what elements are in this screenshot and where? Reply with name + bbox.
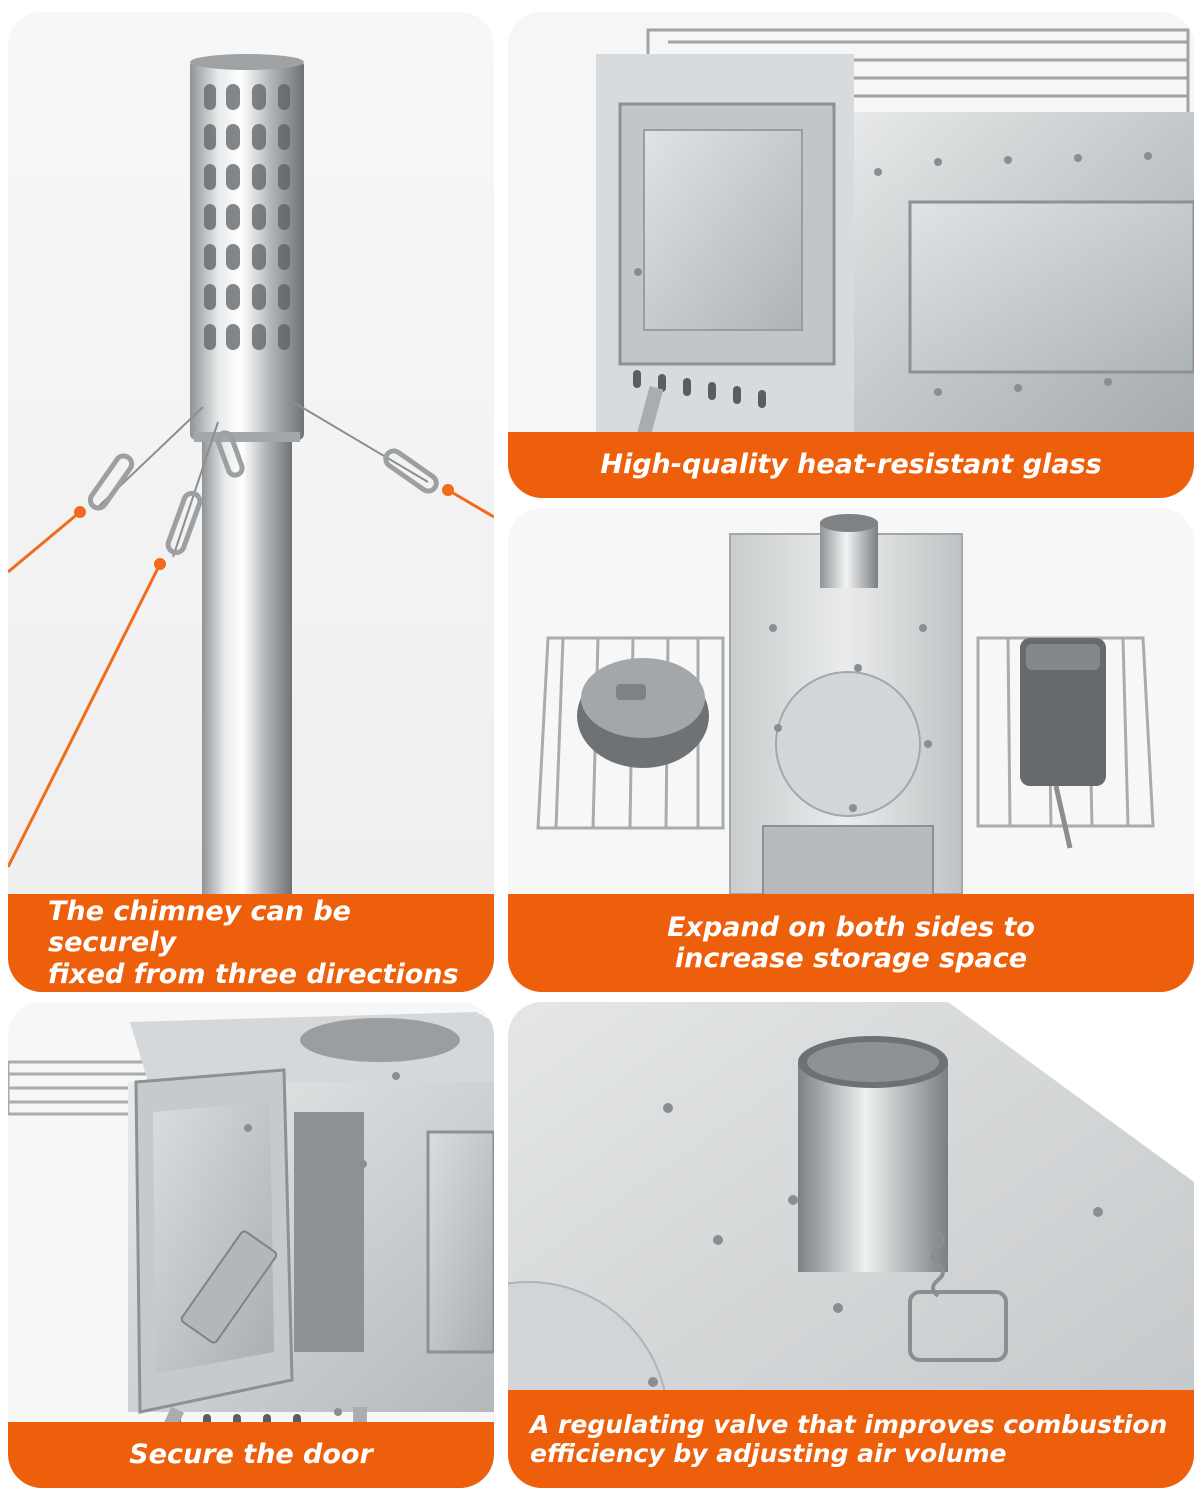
chimney-caption-line-2: fixed from three directions: [48, 958, 459, 990]
glass-caption-line-1: High-quality heat-resistant glass: [600, 449, 1102, 481]
door-panel: Secure the door: [8, 1002, 494, 1488]
stove-door-photo: [8, 1002, 494, 1488]
storage-caption-line-2: increase storage space: [674, 943, 1028, 974]
storage-panel: Expand on both sides to increase storage…: [508, 508, 1194, 992]
valve-panel: A regulating valve that improves combust…: [508, 1002, 1194, 1488]
stove-glass-photo: [508, 12, 1194, 498]
storage-caption: Expand on both sides to increase storage…: [508, 894, 1194, 992]
chimney-photo: [8, 12, 494, 992]
door-caption: Secure the door: [8, 1422, 494, 1488]
storage-caption-line-1: Expand on both sides to: [667, 911, 1035, 943]
glass-caption: High-quality heat-resistant glass: [508, 432, 1194, 498]
glass-panel: High-quality heat-resistant glass: [508, 12, 1194, 498]
chimney-panel: The chimney can be securely fixed from t…: [8, 12, 494, 992]
valve-caption-line-1: A regulating valve that improves combust…: [530, 1410, 1168, 1439]
door-caption-line-1: Secure the door: [129, 1439, 373, 1471]
chimney-caption-line-1: The chimney can be securely: [48, 896, 351, 959]
valve-caption-line-2: efficiency by adjusting air volume: [530, 1439, 1007, 1468]
valve-caption: A regulating valve that improves combust…: [508, 1390, 1194, 1488]
chimney-caption: The chimney can be securely fixed from t…: [8, 894, 494, 992]
